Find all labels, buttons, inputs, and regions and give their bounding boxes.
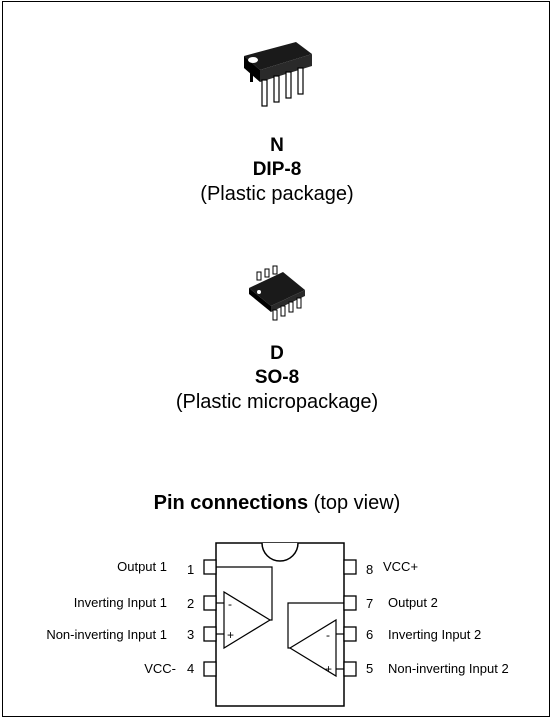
pin-1-label: Output 1 (117, 559, 167, 574)
so8-chip-icon (249, 265, 305, 321)
pin-6-number: 6 (366, 627, 374, 642)
pin-3-label: Non-inverting Input 1 (46, 627, 167, 642)
pin-box-1 (203, 559, 217, 575)
opamp-2 (287, 602, 344, 678)
pin-box-7 (343, 595, 357, 611)
pin-8-label: VCC+ (383, 559, 419, 574)
chip-notch (261, 542, 299, 562)
pin-8-number: 8 (366, 562, 374, 577)
dip8-description: (Plastic package) (200, 183, 354, 205)
so8-package: D SO-8 (Plastic micropackage) (0, 264, 554, 415)
pin-5-number: 5 (366, 661, 374, 676)
pin-box-8 (343, 559, 357, 575)
dip8-package: N DIP-8 (Plastic package) (0, 40, 554, 207)
pin-box-6 (343, 626, 357, 642)
pin-box-4 (203, 661, 217, 677)
pin-4-number: 4 (187, 661, 195, 676)
pin-1-number: 1 (187, 562, 195, 577)
pin-7-number: 7 (366, 596, 374, 611)
pin-box-2 (203, 595, 217, 611)
pin-6-label: Inverting Input 2 (388, 627, 482, 642)
dip8-chip-icon (244, 42, 312, 107)
opamp-2-plus: + (325, 662, 332, 676)
pin-2-label: Inverting Input 1 (73, 595, 167, 610)
pin-box-3 (203, 626, 217, 642)
opamp-1-plus: + (227, 628, 234, 642)
pin-box-5 (343, 661, 357, 677)
opamp-2-minus: - (326, 628, 330, 642)
dip8-name: DIP-8 (252, 159, 302, 180)
pin-5-label: Non-inverting Input 2 (388, 661, 509, 676)
so8-name: SO-8 (254, 367, 300, 388)
so8-code: D (270, 343, 284, 364)
pin-connections-heading: Pin connections (top view) (0, 492, 554, 515)
so8-description: (Plastic micropackage) (175, 391, 379, 413)
pinout-diagram: - + - + (203, 542, 357, 707)
pin-connections-title: Pin connections (153, 492, 309, 514)
pin-connections-subtitle: (top view) (313, 492, 401, 514)
pin-3-number: 3 (187, 627, 195, 642)
pin-4-label: VCC- (144, 661, 176, 676)
dip8-code: N (270, 135, 284, 156)
opamp-1-minus: - (228, 597, 232, 611)
pin-7-label: Output 2 (388, 595, 438, 610)
pin-2-number: 2 (187, 596, 195, 611)
opamp-1 (216, 566, 273, 650)
